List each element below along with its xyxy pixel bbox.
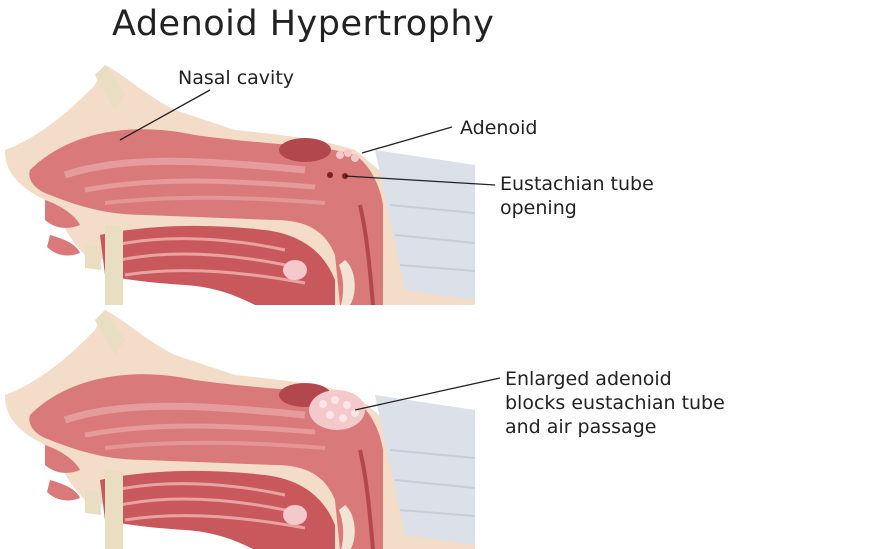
label-enlarged-line2: blocks eustachian tube	[505, 391, 725, 415]
label-eustachian-line1: Eustachian tube	[500, 172, 654, 196]
label-nasal-cavity: Nasal cavity	[178, 66, 294, 90]
leader-adenoid	[362, 127, 452, 153]
label-enlarged-line3: and air passage	[505, 415, 656, 439]
label-enlarged-line1: Enlarged adenoid	[505, 367, 672, 391]
label-eustachian-line2: opening	[500, 196, 577, 220]
normal-anatomy	[5, 65, 475, 305]
enlarged-anatomy	[5, 310, 475, 549]
label-adenoid: Adenoid	[460, 116, 537, 140]
